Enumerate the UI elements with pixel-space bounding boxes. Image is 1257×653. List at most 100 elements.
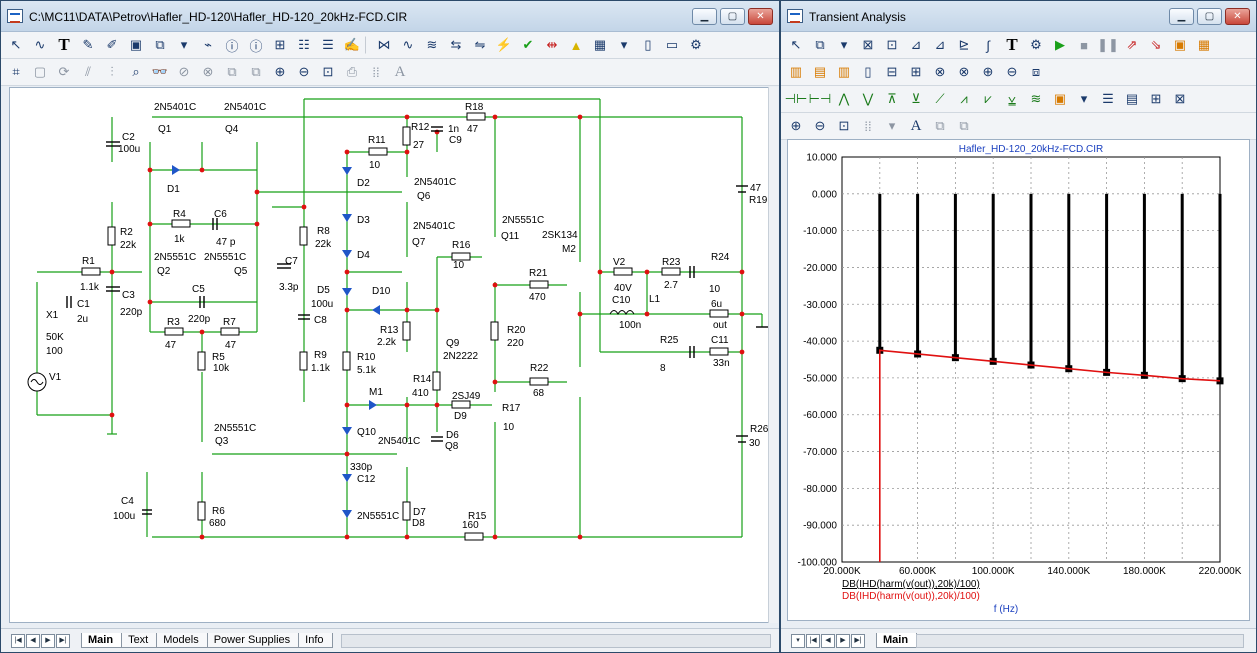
warning-icon[interactable]: ▲ xyxy=(569,37,583,53)
global-high-icon[interactable]: ⩘ xyxy=(960,91,968,106)
layout-1-icon[interactable]: ⊟ xyxy=(886,64,898,79)
zoom-out-icon[interactable]: ⊖ xyxy=(1006,64,1018,79)
select-mode-icon[interactable]: ↖ xyxy=(790,37,802,52)
pin-names-icon[interactable]: ≋ xyxy=(426,37,438,52)
tab-models[interactable]: Models xyxy=(156,633,208,648)
attributes-icon[interactable]: ⇆ xyxy=(450,37,462,52)
slope-icon[interactable]: ⩣ xyxy=(1008,91,1016,106)
pause-icon[interactable]: ❚❚ xyxy=(1097,37,1119,52)
minimize-button[interactable]: ▁ xyxy=(1169,8,1194,25)
limits-icon[interactable]: ▣ xyxy=(1173,37,1187,52)
plot-2-icon[interactable]: ▤ xyxy=(813,64,827,79)
font-icon[interactable]: A xyxy=(394,63,406,80)
component-icon[interactable]: ⧉ xyxy=(155,37,165,52)
font-icon[interactable]: A xyxy=(910,117,922,134)
peak-icon[interactable]: ⋀ xyxy=(838,91,850,106)
cancel-icon[interactable]: ⊗ xyxy=(202,64,214,79)
page-setup-icon[interactable]: ▭ xyxy=(665,37,679,52)
paste-icon[interactable]: ⧉ xyxy=(959,118,969,133)
scale-icon[interactable]: ⊠ xyxy=(862,37,874,52)
analysis-titlebar[interactable]: Transient Analysis ▁ ▢ ✕ xyxy=(781,1,1256,32)
prev-page-icon[interactable]: ◀ xyxy=(26,634,40,648)
cursor-right-icon[interactable]: ⊿ xyxy=(934,37,946,52)
palette-icon[interactable]: ▣ xyxy=(1053,91,1067,106)
select-mode-icon[interactable]: ↖ xyxy=(10,37,22,52)
maximize-button[interactable]: ▢ xyxy=(720,8,745,25)
paste-icon[interactable]: ⧉ xyxy=(251,64,261,79)
properties-icon[interactable]: ⚙ xyxy=(690,37,702,52)
dropdown-icon[interactable]: ▾ xyxy=(180,37,188,52)
pen-icon[interactable]: ✎ xyxy=(82,37,94,52)
tab-power-supplies[interactable]: Power Supplies xyxy=(206,633,300,648)
next-valley-icon[interactable]: ⊢⊣ xyxy=(808,91,832,106)
inflection-icon[interactable]: ⟋ xyxy=(935,91,945,106)
plot-3-icon[interactable]: ▥ xyxy=(837,64,851,79)
dropdown-icon[interactable]: ▾ xyxy=(840,37,848,52)
print-icon[interactable]: ⎙ xyxy=(346,64,358,79)
bus-icon[interactable]: ▣ xyxy=(129,37,143,52)
cursor-icon[interactable]: ⊿ xyxy=(910,37,922,52)
copy-icon[interactable]: ⧉ xyxy=(935,118,945,133)
tab-text[interactable]: Text xyxy=(121,633,158,648)
next-peak-icon[interactable]: ⊣⊢ xyxy=(784,91,808,106)
stepping-icon[interactable]: ⇗ xyxy=(1126,37,1138,52)
copy-icon[interactable]: ⧉ xyxy=(815,37,825,52)
current-icon[interactable]: ⚡ xyxy=(495,37,513,52)
info-icon[interactable]: ⓘ xyxy=(225,38,239,54)
first-page-icon[interactable]: |◀ xyxy=(11,634,25,648)
node-numbers-icon[interactable]: ⋈ xyxy=(377,37,391,52)
plot-4-icon[interactable]: ▯ xyxy=(864,64,872,79)
flip-v-icon[interactable]: ⫶ xyxy=(110,64,114,79)
formula-icon[interactable]: ∫ xyxy=(986,37,990,53)
schematic-vertical-scrollbar[interactable] xyxy=(768,87,778,623)
stop-icon[interactable]: ⊘ xyxy=(178,64,190,79)
marker-icon[interactable]: ✐ xyxy=(106,37,118,52)
zoom-fit-icon[interactable]: ⊡ xyxy=(838,118,850,133)
valley-icon[interactable]: ⋁ xyxy=(862,91,874,106)
flip-icon[interactable]: ⇋ xyxy=(474,37,486,52)
help-icon[interactable]: ⓘ xyxy=(249,38,263,54)
check-icon[interactable]: ✔ xyxy=(522,37,534,52)
last-page-icon[interactable]: ▶| xyxy=(851,634,865,648)
grid-icon[interactable]: ▦ xyxy=(593,37,607,52)
find-component-icon[interactable]: ⌕ xyxy=(132,64,140,79)
prev-page-icon[interactable]: ◀ xyxy=(821,634,835,648)
zoom-out-icon[interactable]: ⊖ xyxy=(814,118,826,133)
grid-options-icon[interactable]: ⁞⁞ xyxy=(864,118,872,134)
zoom-fit-icon[interactable]: ⊡ xyxy=(322,64,334,79)
list-icon[interactable]: ☰ xyxy=(1102,91,1114,106)
zoom-box-icon[interactable]: ⊡ xyxy=(886,37,898,52)
layout-2-icon[interactable]: ⊞ xyxy=(910,64,922,79)
find-icon[interactable]: ⊞ xyxy=(274,37,286,52)
schematic-titlebar[interactable]: C:\MC11\DATA\Petrov\Hafler_HD-120\Hafler… xyxy=(1,1,779,32)
optimize-icon[interactable]: ⇘ xyxy=(1150,37,1162,52)
probe-icon[interactable]: ⌁ xyxy=(204,37,212,52)
copy-icon[interactable]: ⧉ xyxy=(227,64,237,79)
list-icon[interactable]: ☷ xyxy=(298,37,310,52)
zoom-y-icon[interactable]: ⊗ xyxy=(958,64,970,79)
analysis-horizontal-scrollbar[interactable] xyxy=(916,634,1244,648)
dropdown-icon[interactable]: ▾ xyxy=(791,634,805,648)
global-low-icon[interactable]: ⩗ xyxy=(984,91,992,106)
next-page-icon[interactable]: ▶ xyxy=(836,634,850,648)
dropdown-icon[interactable]: ▾ xyxy=(1080,91,1088,106)
first-page-icon[interactable]: |◀ xyxy=(806,634,820,648)
properties-icon[interactable]: ⚙ xyxy=(1030,37,1042,52)
text-mode-icon[interactable]: T xyxy=(58,35,70,54)
box-icon[interactable]: ▢ xyxy=(33,64,47,79)
grid-options-icon[interactable]: ⁞⁞ xyxy=(372,64,380,80)
table-icon[interactable]: ☰ xyxy=(322,37,334,52)
next-page-icon[interactable]: ▶ xyxy=(41,634,55,648)
page-icon[interactable]: ▯ xyxy=(644,37,652,52)
tab-main[interactable]: Main xyxy=(81,633,123,648)
low-icon[interactable]: ⊻ xyxy=(911,91,921,106)
last-page-icon[interactable]: ▶| xyxy=(56,634,70,648)
zoom-x-icon[interactable]: ⊗ xyxy=(934,64,946,79)
stop-icon[interactable]: ■ xyxy=(1080,37,1088,53)
maximize-button[interactable]: ▢ xyxy=(1197,8,1222,25)
zoom-in-icon[interactable]: ⊕ xyxy=(790,118,802,133)
close-button[interactable]: ✕ xyxy=(1225,8,1250,25)
tab-main[interactable]: Main xyxy=(876,633,918,648)
